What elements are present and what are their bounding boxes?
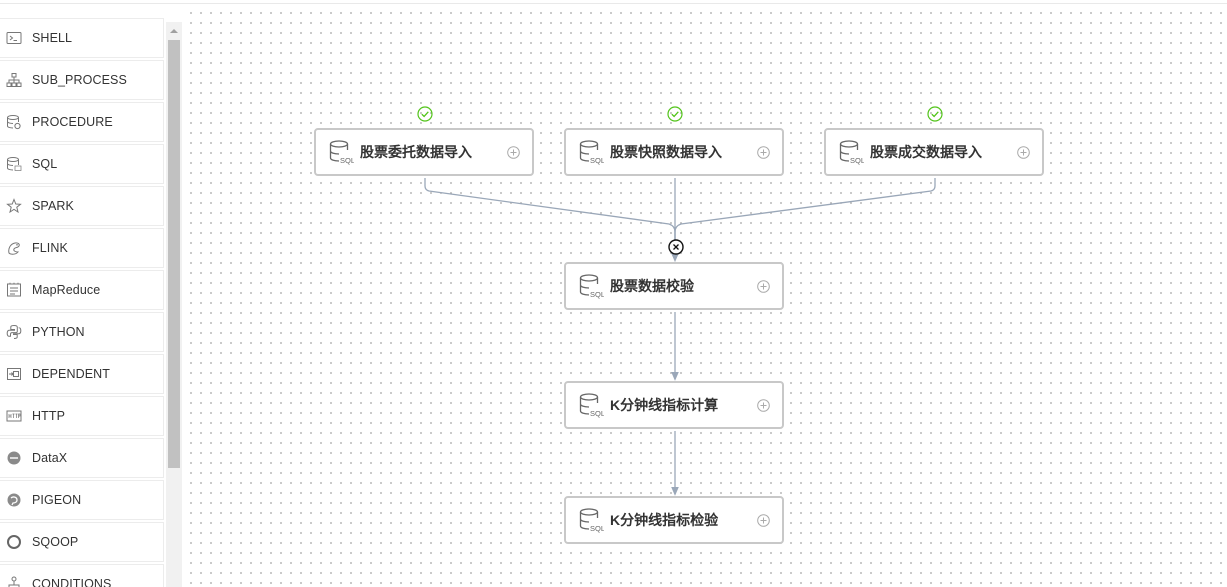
toolbar-item-label: HTTP [32, 409, 66, 423]
toolbar-item-conditions[interactable]: CONDITIONS [0, 564, 164, 587]
status-success-icon [417, 106, 433, 122]
sql-db-icon: SQL [579, 274, 604, 299]
svg-text:SQL: SQL [340, 156, 354, 165]
sql-db-icon: SQL [579, 393, 604, 418]
toolbar-item-pigeon[interactable]: PIGEON [0, 480, 164, 520]
toolbar-item-label: SUB_PROCESS [32, 73, 127, 87]
sub-process-icon [6, 72, 22, 88]
toolbar-item-flink[interactable]: FLINK [0, 228, 164, 268]
sql-icon [6, 156, 22, 172]
toolbar-item-label: SPARK [32, 199, 74, 213]
http-icon [6, 408, 22, 424]
flink-icon [6, 240, 22, 256]
node-add-icon[interactable] [757, 399, 770, 412]
procedure-icon [6, 114, 22, 130]
conditions-icon [6, 576, 22, 587]
node-title: 股票快照数据导入 [610, 144, 722, 160]
svg-text:SQL: SQL [590, 156, 604, 165]
status-success-icon [927, 106, 943, 122]
workflow-node-n6[interactable]: SQL K分钟线指标检验 [564, 496, 784, 544]
node-add-icon[interactable] [757, 146, 770, 159]
node-title: K分钟线指标检验 [610, 512, 719, 528]
workflow-node-n1[interactable]: SQL 股票委托数据导入 [314, 128, 534, 176]
toolbar-item-label: FLINK [32, 241, 68, 255]
svg-text:SQL: SQL [590, 290, 604, 299]
toolbar-item-label: DataX [32, 451, 68, 465]
pigeon-icon [6, 492, 22, 508]
node-title: 股票委托数据导入 [360, 144, 472, 160]
shell-icon [6, 30, 22, 46]
toolbar-scrollbar[interactable] [166, 22, 182, 587]
sql-db-icon: SQL [579, 508, 604, 533]
sqoop-icon [6, 534, 22, 550]
node-add-icon[interactable] [757, 280, 770, 293]
toolbar-item-label: PROCEDURE [32, 115, 113, 129]
toolbar-item-spark[interactable]: SPARK [0, 186, 164, 226]
sql-db-icon: SQL [579, 140, 604, 165]
svg-text:SQL: SQL [590, 409, 604, 418]
spark-icon [6, 198, 22, 214]
toolbar-item-datax[interactable]: DataX [0, 438, 164, 478]
toolbar-item-label: MapReduce [32, 283, 101, 297]
toolbar-item-label: SHELL [32, 31, 73, 45]
sql-db-icon: SQL [839, 140, 864, 165]
toolbar-item-label: SQL [32, 157, 58, 171]
toolbar-item-label: SQOOP [32, 535, 79, 549]
toolbar-item-label: DEPENDENT [32, 367, 110, 381]
node-title: K分钟线指标计算 [610, 397, 719, 413]
dependent-icon [6, 366, 22, 382]
toolbar-item-dependent[interactable]: DEPENDENT [0, 354, 164, 394]
sql-db-icon: SQL [329, 140, 354, 165]
toolbar-item-python[interactable]: PYTHON [0, 312, 164, 352]
toolbar-item-http[interactable]: HTTP [0, 396, 164, 436]
edge-join-close-icon[interactable] [668, 239, 684, 255]
toolbar-item-label: PYTHON [32, 325, 85, 339]
node-title: 股票成交数据导入 [870, 144, 982, 160]
scrollbar-thumb[interactable] [168, 40, 180, 468]
datax-icon [6, 450, 22, 466]
node-title: 股票数据校验 [610, 278, 694, 294]
workflow-node-n4[interactable]: SQL 股票数据校验 [564, 262, 784, 310]
workflow-node-n5[interactable]: SQL K分钟线指标计算 [564, 381, 784, 429]
node-add-icon[interactable] [757, 514, 770, 527]
toolbar-item-procedure[interactable]: PROCEDURE [0, 102, 164, 142]
svg-text:SQL: SQL [850, 156, 864, 165]
toolbar-item-label: CONDITIONS [32, 577, 112, 587]
mapreduce-icon [6, 282, 22, 298]
top-bar [0, 0, 1227, 4]
toolbar-item-mapreduce[interactable]: MapReduce [0, 270, 164, 310]
toolbar-item-sql[interactable]: SQL [0, 144, 164, 184]
node-add-icon[interactable] [1017, 146, 1030, 159]
toolbar-item-sub-process[interactable]: SUB_PROCESS [0, 60, 164, 100]
workflow-node-n2[interactable]: SQL 股票快照数据导入 [564, 128, 784, 176]
task-toolbar: SHELL SUB_PROCESS PROCEDURE SQL SPARK FL… [0, 18, 166, 587]
toolbar-item-shell[interactable]: SHELL [0, 18, 164, 58]
scroll-up-arrow-icon[interactable] [166, 24, 182, 38]
workflow-node-n3[interactable]: SQL 股票成交数据导入 [824, 128, 1044, 176]
toolbar-item-label: PIGEON [32, 493, 82, 507]
python-icon [6, 324, 22, 340]
toolbar-item-sqoop[interactable]: SQOOP [0, 522, 164, 562]
node-add-icon[interactable] [507, 146, 520, 159]
status-success-icon [667, 106, 683, 122]
svg-text:SQL: SQL [590, 524, 604, 533]
